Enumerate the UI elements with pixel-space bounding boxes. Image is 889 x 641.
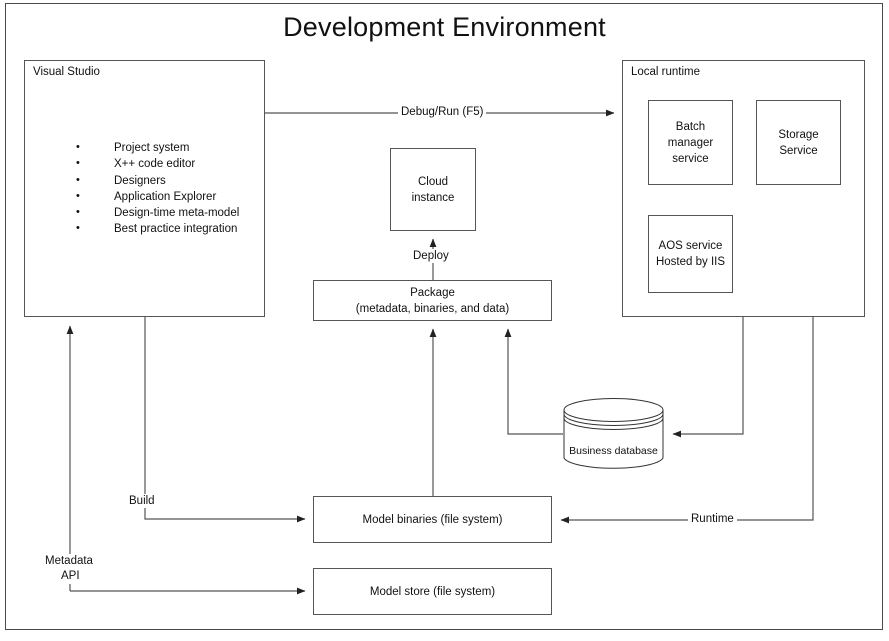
business-database-cylinder[interactable]: Business database bbox=[563, 398, 664, 470]
edge-label-debug-run: Debug/Run (F5) bbox=[398, 105, 487, 119]
storage-service-text: Storage Service bbox=[778, 128, 819, 157]
diagram-outer-frame bbox=[5, 3, 883, 630]
list-item: Best practice integration bbox=[76, 220, 239, 237]
model-binaries-text: Model binaries (file system) bbox=[362, 513, 503, 526]
list-item: Application Explorer bbox=[76, 188, 239, 205]
batch-manager-service-text: Batch manager service bbox=[667, 120, 714, 165]
package-text: Package (metadata, binaries, and data) bbox=[355, 286, 510, 315]
model-store-box[interactable]: Model store (file system) bbox=[313, 568, 552, 615]
storage-service-box[interactable]: Storage Service bbox=[756, 100, 841, 185]
business-database-text: Business database bbox=[569, 445, 658, 457]
edge-label-deploy: Deploy bbox=[410, 249, 452, 263]
model-store-text: Model store (file system) bbox=[369, 585, 496, 598]
page-title: Development Environment bbox=[283, 12, 606, 42]
edge-label-metadata-api: Metadata API bbox=[42, 554, 120, 584]
edge-label-build: Build bbox=[126, 494, 158, 508]
list-item: Designers bbox=[76, 172, 239, 189]
cloud-instance-box[interactable]: Cloud instance bbox=[390, 148, 476, 231]
list-item: Project system bbox=[76, 139, 239, 156]
visual-studio-feature-list: Project system X++ code editor Designers… bbox=[58, 139, 239, 238]
aos-service-box[interactable]: AOS service Hosted by IIS bbox=[648, 215, 733, 293]
visual-studio-label: Visual Studio bbox=[33, 66, 100, 78]
list-item: Design-time meta-model bbox=[76, 204, 239, 221]
edge-label-runtime: Runtime bbox=[688, 512, 737, 526]
database-cylinder-shape bbox=[563, 398, 664, 469]
local-runtime-label: Local runtime bbox=[631, 66, 701, 78]
aos-service-text: AOS service Hosted by IIS bbox=[655, 240, 726, 268]
batch-manager-service-box[interactable]: Batch manager service bbox=[648, 100, 733, 185]
list-item: X++ code editor bbox=[76, 155, 239, 172]
cloud-instance-text: Cloud instance bbox=[411, 175, 455, 204]
package-box[interactable]: Package (metadata, binaries, and data) bbox=[313, 280, 552, 321]
model-binaries-box[interactable]: Model binaries (file system) bbox=[313, 496, 552, 543]
